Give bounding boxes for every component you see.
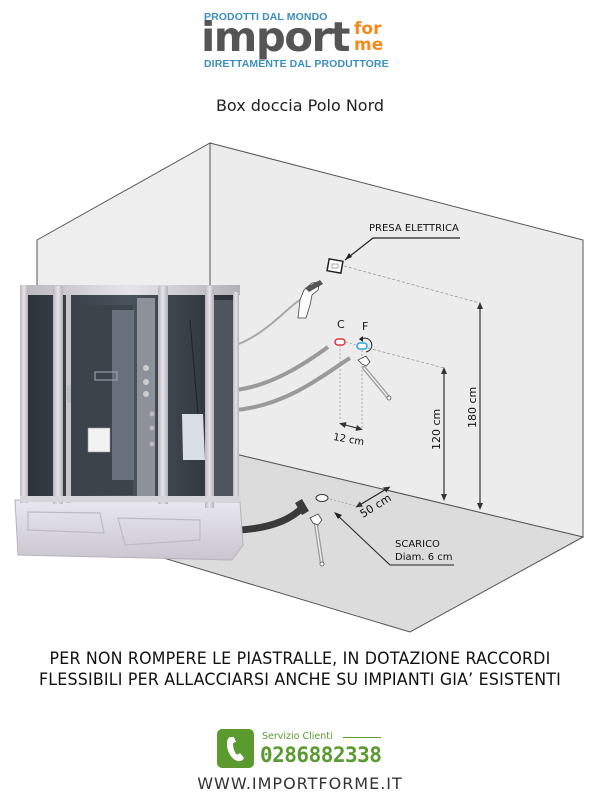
water-taps: C F 12 cm bbox=[332, 318, 445, 448]
drain-diameter-label: Diam. 6 cm bbox=[395, 552, 453, 563]
brand-logo: PRODOTTI DAL MONDO import for me DIRETTA… bbox=[196, 8, 406, 74]
logo-brand-main: import bbox=[201, 13, 351, 61]
page-title: Box doccia Polo Nord bbox=[215, 96, 385, 115]
height-dimensions: 120 cm 180 cm bbox=[430, 302, 483, 510]
shower-cabin-image bbox=[14, 285, 244, 561]
tap-spacing-label: 12 cm bbox=[332, 432, 365, 448]
wrench-icon bbox=[357, 355, 392, 401]
installation-diagram: PRESA ELETTRICA C F 12 cm 120 cm 180 cm bbox=[14, 142, 585, 633]
divider bbox=[343, 737, 381, 738]
phone-number[interactable]: 0286882338 bbox=[260, 743, 382, 767]
hoses bbox=[235, 299, 352, 534]
phone-icon bbox=[217, 729, 254, 768]
cold-water-pipe bbox=[356, 342, 368, 350]
logo-tagline-top: PRODOTTI DAL MONDO bbox=[204, 11, 328, 23]
notice-line-1: PER NON ROMPERE LE PIASTRALLE, IN DOTAZI… bbox=[49, 649, 551, 668]
service-label: Servizio Clienti bbox=[262, 731, 333, 742]
logo-brand-for: for bbox=[354, 19, 382, 39]
customer-service: Servizio Clienti 0286882338 bbox=[217, 729, 387, 769]
outlet-height-label: 180 cm bbox=[466, 387, 479, 428]
cold-label: F bbox=[362, 320, 368, 333]
power-outlet-label: PRESA ELETTRICA bbox=[369, 223, 459, 234]
installation-notice: PER NON ROMPERE LE PIASTRALLE, IN DOTAZI… bbox=[12, 648, 588, 690]
website-link[interactable]: WWW.IMPORTFORME.IT bbox=[197, 774, 403, 793]
logo-tagline-bottom: DIRETTAMENTE DAL PRODUTTORE bbox=[204, 58, 389, 70]
logo-brand-me: me bbox=[354, 35, 384, 55]
notice-line-2: FLESSIBILI PER ALLACCIARSI ANCHE SU IMPI… bbox=[38, 670, 562, 689]
hot-water-pipe bbox=[334, 338, 346, 346]
power-outlet-callout: PRESA ELETTRICA bbox=[344, 223, 460, 261]
tap-height-label: 120 cm bbox=[430, 409, 443, 450]
power-outlet bbox=[297, 258, 481, 319]
wrench-icon bbox=[309, 513, 325, 567]
hot-label: C bbox=[337, 318, 345, 331]
drain-hole bbox=[315, 494, 329, 502]
drain-title-label: SCARICO bbox=[395, 539, 440, 550]
